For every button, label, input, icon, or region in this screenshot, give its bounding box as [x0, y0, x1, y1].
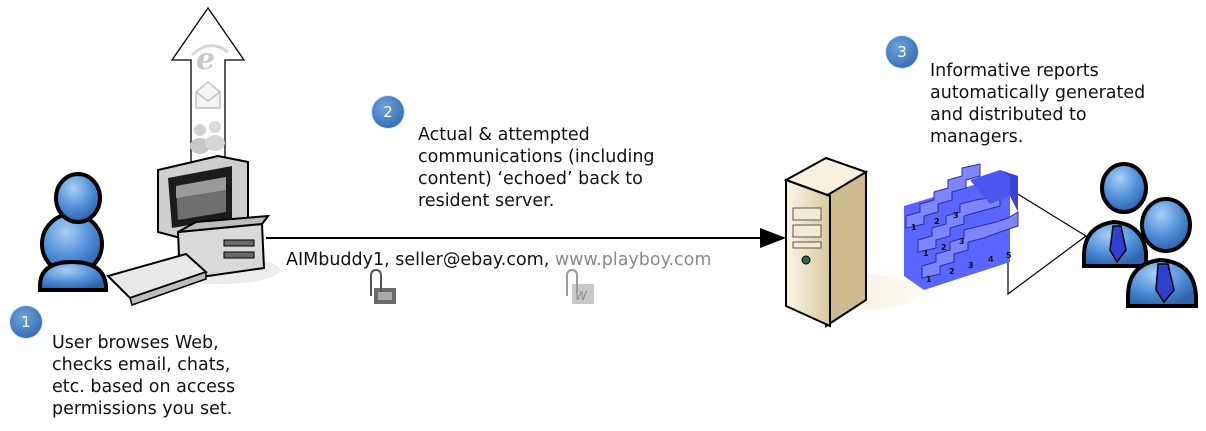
echo-arrowhead — [760, 228, 786, 248]
traffic-addresses: AIMbuddy1, seller@ebay.com, — [286, 250, 555, 270]
step-1-caption: User browses Web, checks email, chats, e… — [52, 332, 235, 420]
server-icon — [786, 158, 922, 326]
monitored-traffic-text: AIMbuddy1, seller@ebay.com, www.playboy.… — [286, 250, 770, 270]
user-icon — [40, 174, 106, 290]
step-number: 4 — [988, 255, 994, 264]
step-number: 2 — [941, 243, 947, 252]
report-stairs-icon — [904, 164, 1018, 290]
step-number: 3 — [953, 211, 959, 220]
step-number: 2 — [934, 217, 940, 226]
step-2-caption: Actual & attempted communications (inclu… — [418, 124, 655, 212]
step-number: 1 — [926, 275, 932, 284]
step-number: 3 — [968, 261, 974, 270]
step-number: 5 — [1006, 251, 1012, 260]
traffic-url: www.playboy.com — [555, 250, 712, 270]
managers-icon — [1084, 164, 1196, 306]
step-number: 1 — [923, 249, 929, 258]
step-number: 3 — [959, 237, 965, 246]
word-attachment-icon: W — [567, 270, 594, 304]
step-badge-3: 3 — [886, 36, 918, 68]
step-number: 1 — [911, 223, 917, 232]
step-3-caption: Informative reports automatically genera… — [930, 60, 1145, 148]
distribution-arrow — [1008, 188, 1086, 294]
step-number: 2 — [949, 267, 955, 276]
step-badge-1: 1 — [10, 306, 42, 338]
attachment-icon — [371, 270, 396, 304]
step-badge-2: 2 — [372, 96, 404, 128]
